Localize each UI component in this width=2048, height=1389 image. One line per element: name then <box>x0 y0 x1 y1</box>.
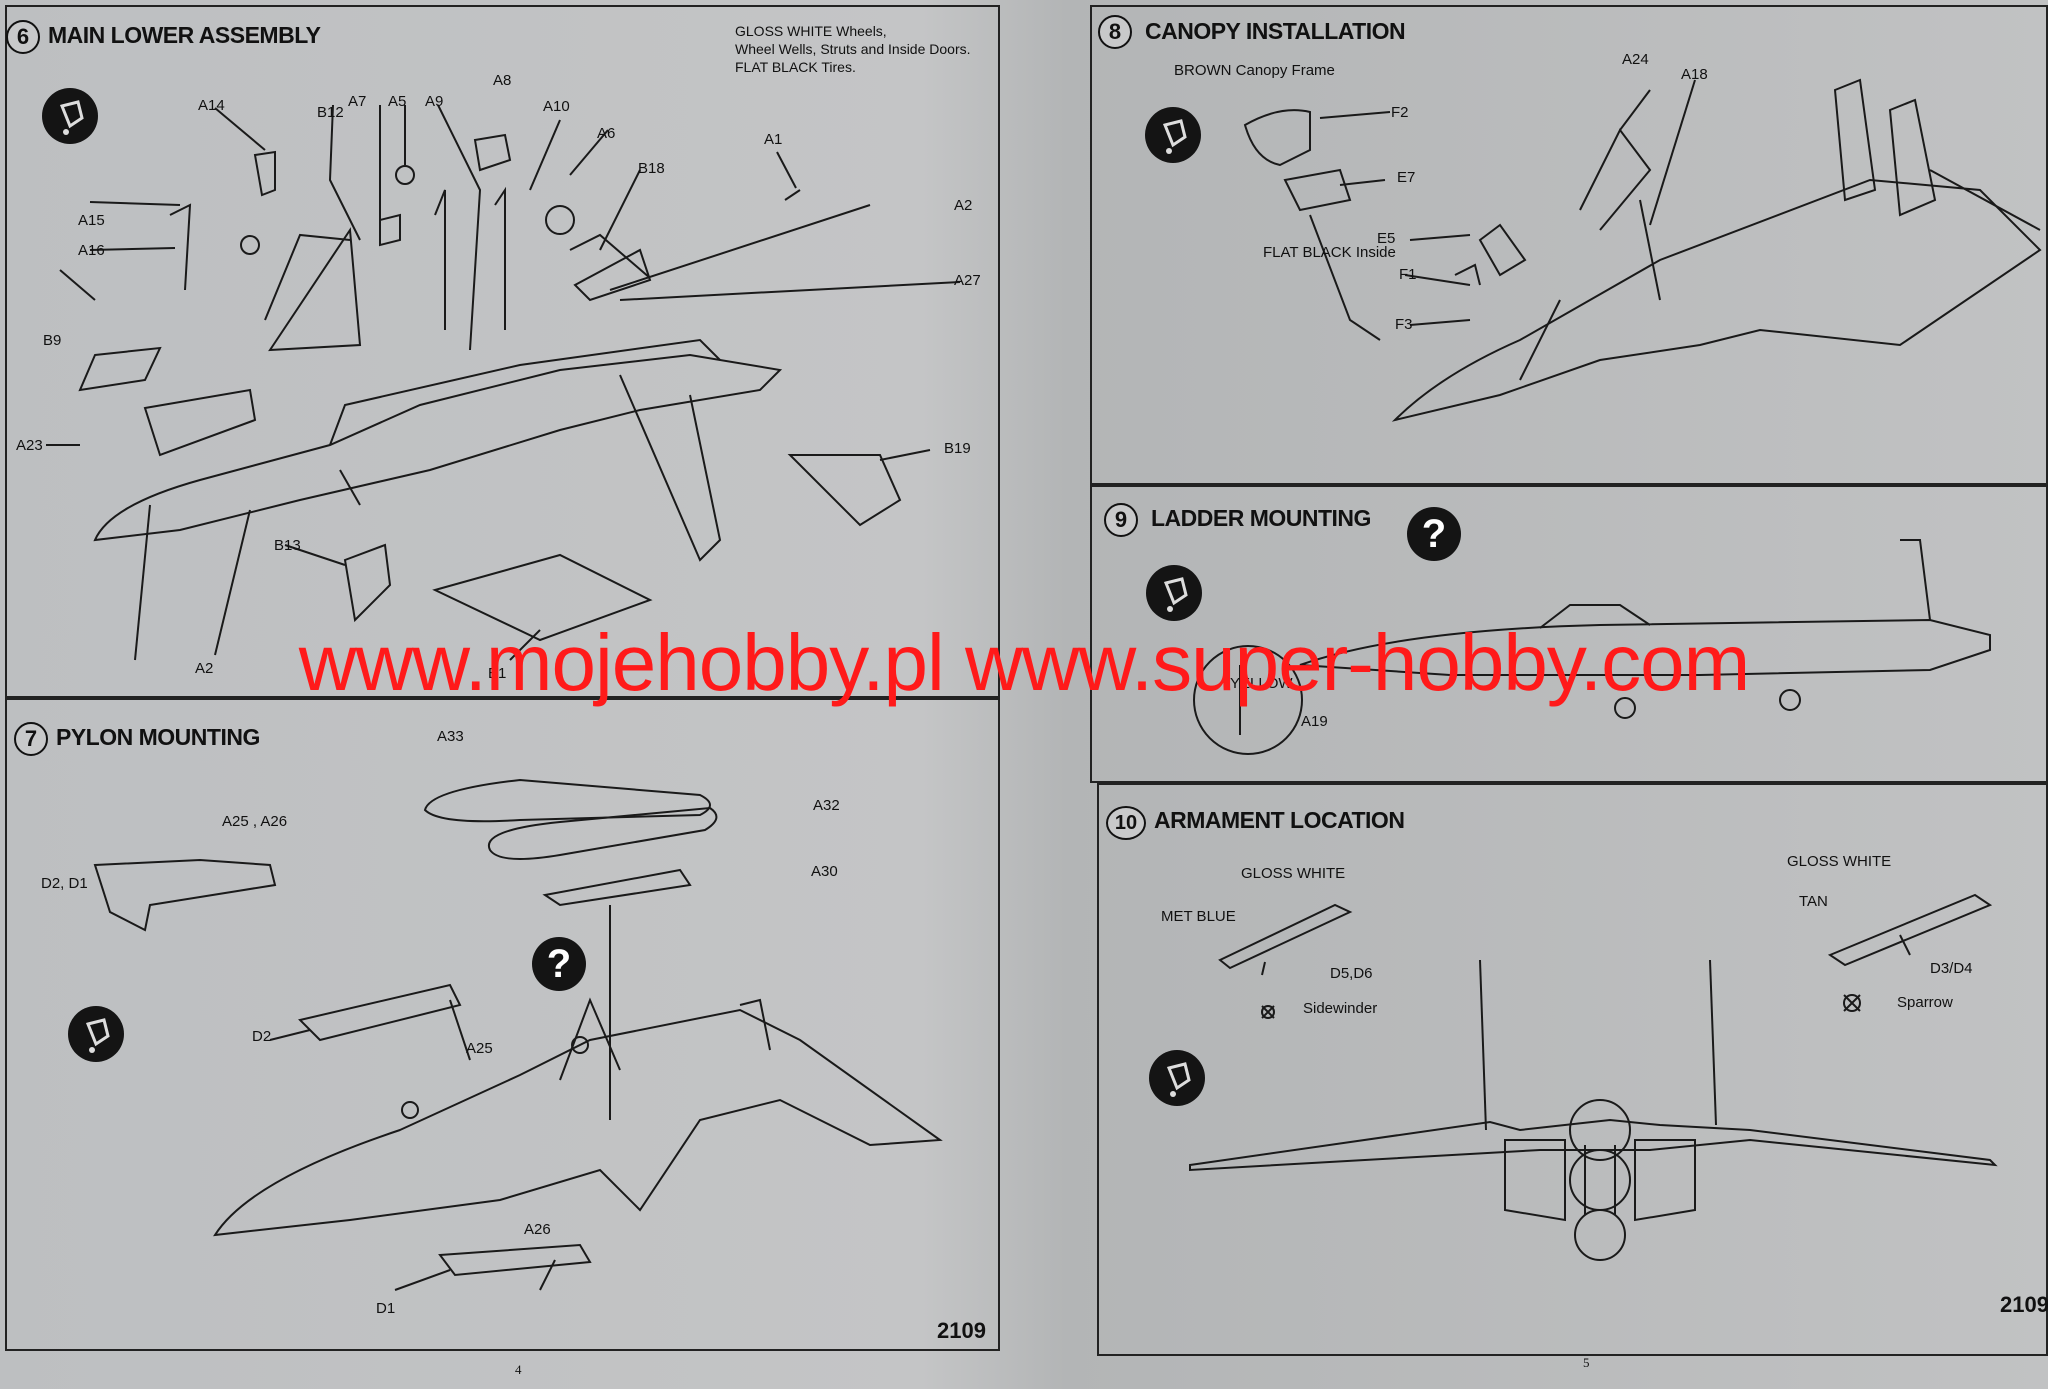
part-label: A26 <box>524 1221 551 1238</box>
paint-label: MET BLUE <box>1161 908 1236 925</box>
part-label: D2 <box>252 1028 272 1045</box>
step-number: 6 <box>6 20 40 54</box>
part-label: A24 <box>1622 51 1649 68</box>
part-label: F1 <box>1399 266 1417 283</box>
glue-icon <box>1149 1050 1205 1106</box>
page-number: 4 <box>515 1362 522 1377</box>
step-9-panel <box>1090 485 2048 783</box>
part-label: A16 <box>78 242 105 259</box>
part-label: D2, D1 <box>41 875 88 892</box>
part-label: B18 <box>638 160 665 177</box>
page-number: 5 <box>1583 1355 1590 1370</box>
part-label: B19 <box>944 440 971 457</box>
paint-label: GLOSS WHITE <box>1241 865 1346 882</box>
question-icon: ? <box>532 937 586 991</box>
part-label: D1 <box>376 1300 396 1317</box>
step-title: LADDER MOUNTING <box>1151 505 1371 531</box>
paint-label: GLOSS WHITE <box>1787 853 1892 870</box>
step-number: 8 <box>1098 15 1132 49</box>
part-label: B13 <box>274 537 301 554</box>
part-label: A32 <box>813 797 840 814</box>
kit-number: 2109 <box>937 1318 986 1343</box>
paint-label: YELLOW <box>1230 675 1293 692</box>
paint-label: FLAT BLACK Inside <box>1263 244 1396 261</box>
part-label: A6 <box>597 125 616 142</box>
kit-number: 2109 <box>2000 1292 2048 1317</box>
part-label: F3 <box>1395 316 1413 333</box>
step-number: 10 <box>1106 806 1146 840</box>
part-label: A2 <box>954 197 973 214</box>
part-label: D5,D6 <box>1330 965 1373 982</box>
part-label: A25 <box>466 1040 493 1057</box>
part-label: A14 <box>198 97 225 114</box>
glue-icon <box>1145 107 1201 163</box>
part-label: B9 <box>43 332 62 349</box>
step-title: MAIN LOWER ASSEMBLY <box>48 22 321 48</box>
step-title: PYLON MOUNTING <box>56 724 260 750</box>
part-label: A23 <box>16 437 43 454</box>
part-label: A10 <box>543 98 570 115</box>
step-title: CANOPY INSTALLATION <box>1145 18 1406 44</box>
weapon-label: Sparrow <box>1897 994 1953 1011</box>
part-label: B1 <box>488 665 507 682</box>
part-label: A5 <box>388 93 407 110</box>
step-number: 9 <box>1104 503 1138 537</box>
step-title: ARMAMENT LOCATION <box>1154 807 1405 833</box>
step-10-panel <box>1097 783 2048 1356</box>
glue-icon <box>1146 565 1202 621</box>
weapon-label: Sidewinder <box>1303 1000 1378 1017</box>
step-8-panel <box>1090 5 2048 485</box>
part-label: A19 <box>1301 713 1328 730</box>
part-label: A30 <box>811 863 838 880</box>
part-label: E5 <box>1377 230 1396 247</box>
glue-icon <box>42 88 98 144</box>
part-label: A33 <box>437 728 464 745</box>
part-label: A1 <box>764 131 783 148</box>
glue-icon <box>68 1006 124 1062</box>
part-label: A7 <box>348 93 367 110</box>
part-label: A2 <box>195 660 214 677</box>
question-icon: ? <box>1407 507 1461 561</box>
part-label: B12 <box>317 104 344 121</box>
paint-label: BROWN Canopy Frame <box>1174 62 1335 79</box>
step-6-panel <box>5 5 1000 698</box>
part-label: D3/D4 <box>1930 960 1973 977</box>
part-label: E7 <box>1397 169 1416 186</box>
part-label: A15 <box>78 212 105 229</box>
step-number: 7 <box>14 722 48 756</box>
part-label: A8 <box>493 72 512 89</box>
part-label: A25 , A26 <box>222 813 288 830</box>
paint-note: GLOSS WHITE Wheels, Wheel Wells, Struts … <box>735 23 971 75</box>
part-label: A18 <box>1681 66 1708 83</box>
paint-label: TAN <box>1799 893 1828 910</box>
step-7-panel <box>5 698 1000 1351</box>
part-label: A27 <box>954 272 981 289</box>
part-label: F2 <box>1391 104 1409 121</box>
part-label: A9 <box>425 93 444 110</box>
watermark: www.mojehobby.pl www.super-hobby.com <box>298 618 1751 707</box>
